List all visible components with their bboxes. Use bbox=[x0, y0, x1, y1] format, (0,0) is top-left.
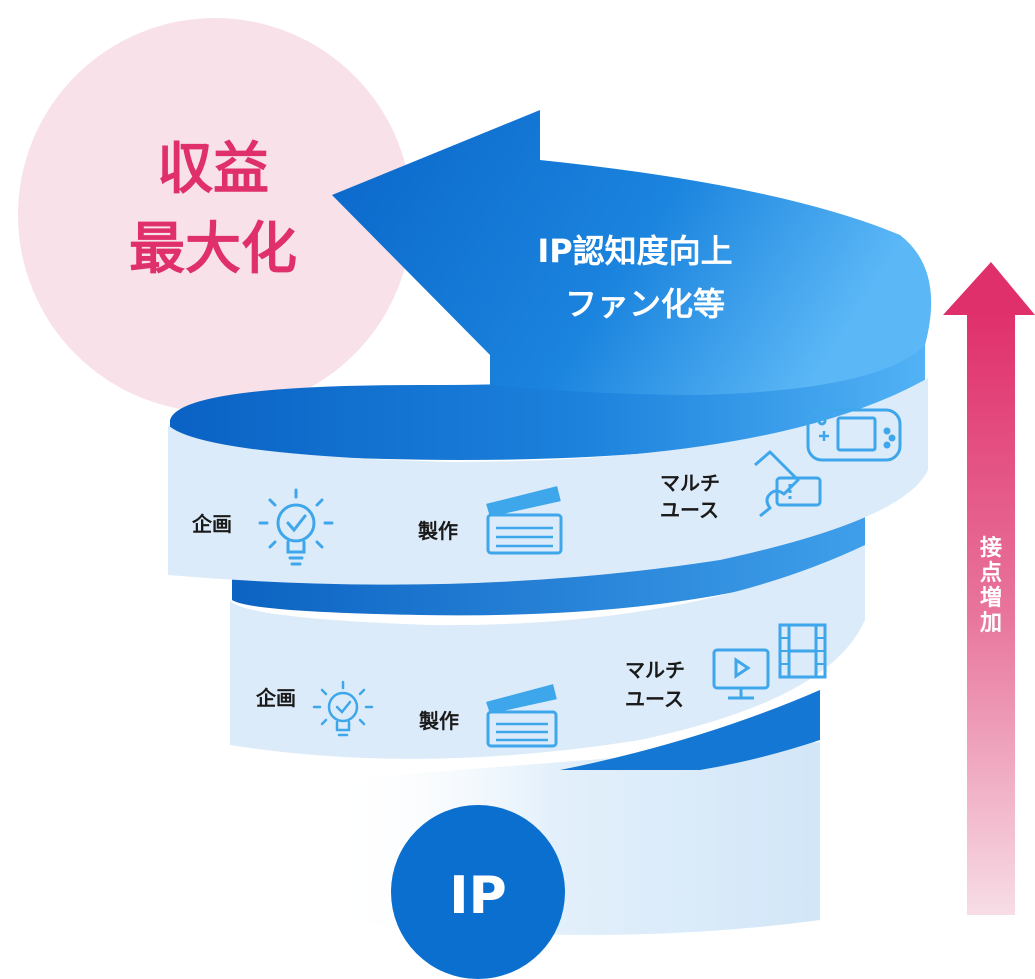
ticket-icon bbox=[754, 450, 822, 518]
origin-ip-label: IP bbox=[449, 866, 506, 926]
upper-production-label: 製作 bbox=[418, 519, 458, 543]
lower-production-label: 製作 bbox=[419, 709, 459, 733]
upper-multiuse-line1: マルチ bbox=[660, 471, 720, 495]
top-arrow-line1: IP認知度向上 bbox=[537, 232, 732, 270]
top-arrow bbox=[332, 110, 932, 395]
lightbulb-check-icon bbox=[258, 488, 334, 566]
upper-loop-front bbox=[168, 378, 928, 585]
lower-planning-label: 企画 bbox=[255, 686, 296, 710]
contact-label-char-2: 点 bbox=[980, 560, 1002, 586]
upper-planning-label: 企画 bbox=[191, 512, 232, 536]
top-arrow-line2: ファン化等 bbox=[565, 285, 725, 323]
upper-multiuse-line2: ユース bbox=[660, 498, 719, 522]
lightbulb-check-icon bbox=[312, 680, 374, 737]
goal-label-line2: 最大化 bbox=[129, 217, 297, 282]
origin-ip-circle bbox=[391, 805, 565, 979]
contact-label-char-1: 接 bbox=[980, 536, 1002, 561]
goal-label-line1: 収益 bbox=[157, 137, 269, 202]
lower-multiuse-line1: マルチ bbox=[625, 658, 685, 682]
goal-bubble bbox=[18, 18, 412, 412]
lower-loop-front bbox=[230, 545, 865, 759]
clapperboard-icon bbox=[486, 684, 558, 748]
monitor-play-icon bbox=[712, 648, 770, 700]
handheld-game-console-icon bbox=[806, 408, 902, 462]
clapperboard-icon bbox=[486, 486, 563, 555]
film-strip-icon bbox=[778, 623, 827, 679]
lower-loop-inner-bottom bbox=[560, 690, 820, 770]
lower-multiuse-line2: ユース bbox=[625, 687, 684, 711]
contact-increase-arrow bbox=[943, 262, 1035, 915]
contact-label-char-3: 増 bbox=[980, 585, 1002, 611]
contact-increase-label: 接 点 増 加 bbox=[979, 536, 1002, 636]
contact-label-char-4: 加 bbox=[979, 611, 1002, 636]
